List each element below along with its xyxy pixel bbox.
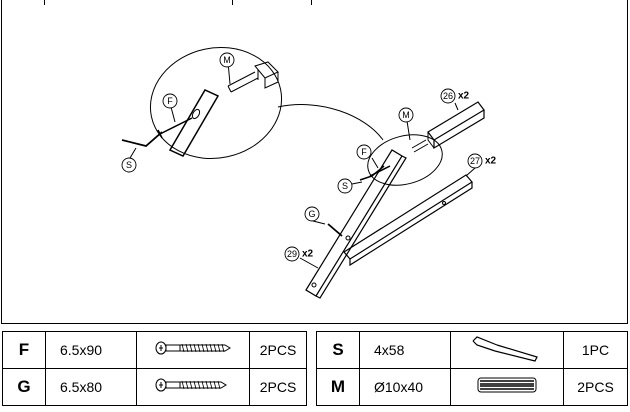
hardware-table-right: S 4x58 1PC M Ø10x40 2PCS — [316, 331, 628, 406]
detail-dowel — [227, 71, 259, 93]
screw-icon — [136, 331, 250, 369]
callout-main-s: S — [342, 181, 348, 191]
leg-29 — [305, 149, 407, 299]
table-row: G 6.5x80 2PCS — [2, 368, 307, 406]
callout-main-f: F — [361, 147, 367, 157]
allen-key-icon — [450, 331, 564, 369]
part-letter: S — [316, 331, 360, 369]
table-row: F 6.5x90 2PCS — [2, 331, 307, 369]
callout-part-27: 27 — [470, 156, 480, 166]
callout-part-26: 26 — [443, 91, 453, 101]
frame-divider — [44, 0, 45, 5]
qty-part-27: x2 — [485, 156, 497, 167]
frame-divider — [232, 0, 233, 5]
rail-27 — [343, 174, 473, 267]
joint-zoom-ellipse — [367, 134, 443, 186]
part-count: 2PCS — [249, 331, 307, 369]
table-row: M Ø10x40 2PCS — [316, 368, 628, 406]
detail-leg — [168, 89, 220, 157]
callout-main-m: M — [402, 110, 410, 120]
callout-detail-m: M — [223, 55, 231, 65]
hardware-table-left: F 6.5x90 2PCS G 6.5x80 2PCS — [2, 331, 307, 406]
detail-leader-line — [277, 104, 384, 141]
callout-detail-s: S — [126, 160, 132, 170]
dowel-icon — [450, 368, 564, 406]
part-letter: F — [2, 331, 46, 369]
part-size: Ø10x40 — [359, 368, 451, 406]
detail-rail — [254, 61, 279, 89]
part-size: 6.5x80 — [45, 368, 137, 406]
qty-part-26: x2 — [458, 91, 470, 102]
detail-magnifier — [149, 46, 283, 160]
qty-part-29: x2 — [302, 249, 314, 260]
part-size: 4x58 — [359, 331, 451, 369]
assembly-drawing-frame — [1, 0, 628, 324]
callout-part-29: 29 — [287, 249, 297, 259]
part-letter: M — [316, 368, 360, 406]
frame-divider — [311, 0, 312, 5]
part-letter: G — [2, 368, 46, 406]
callout-main-g: G — [308, 209, 315, 219]
assembly-diagram: M F S 26 M F S 27 G 29 x2 x2 x2 — [121, 46, 497, 299]
part-count: 2PCS — [249, 368, 307, 406]
part-count: 2PCS — [563, 368, 628, 406]
screw-icon — [136, 368, 250, 406]
part-size: 6.5x90 — [45, 331, 137, 369]
table-row: S 4x58 1PC — [316, 331, 628, 369]
rail-26 — [427, 101, 485, 150]
part-count: 1PC — [563, 331, 628, 369]
detail-allen-key — [121, 131, 163, 147]
callout-detail-f: F — [167, 96, 173, 106]
